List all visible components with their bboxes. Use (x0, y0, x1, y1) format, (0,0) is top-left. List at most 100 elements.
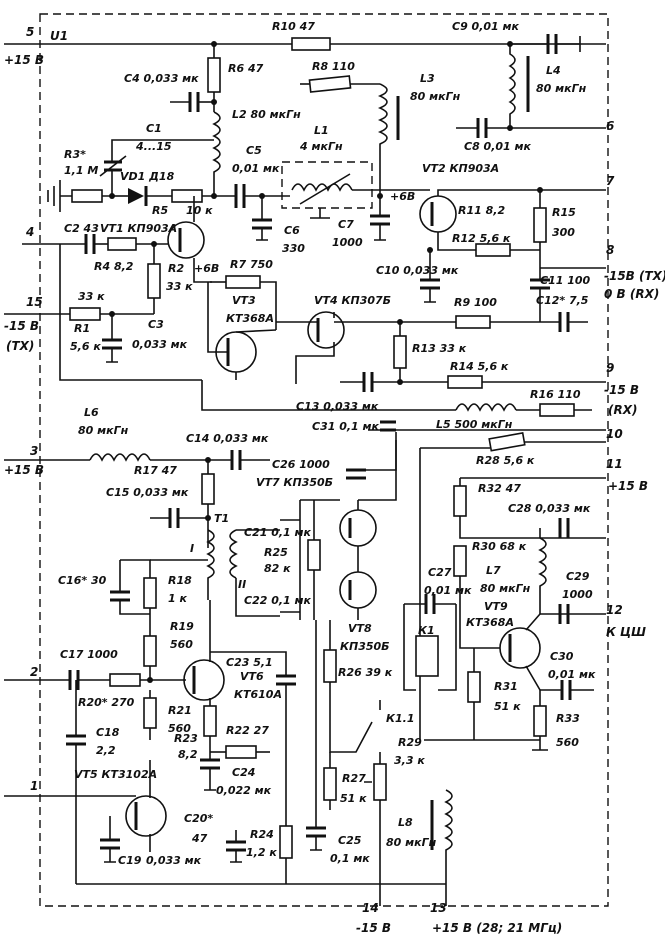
label-r7: R7 750 (230, 258, 273, 271)
label-c24: C24 (232, 766, 255, 779)
pin-15: 15 (26, 295, 43, 309)
label-r1: R1 (74, 322, 90, 335)
pin-1: 1 (30, 779, 38, 793)
label-r32: R32 47 (478, 482, 521, 495)
label-r29-value: 3,3 к (394, 754, 425, 767)
resistor-r28 (488, 432, 526, 452)
label-l5: L5 500 мкГн (436, 418, 513, 431)
label-t1: T1 (214, 512, 229, 525)
label-c14: C14 0,033 мк (186, 432, 269, 445)
label-vt2: VT2 КП903А (422, 162, 499, 175)
label-c18: C18 (96, 726, 120, 739)
pin-14-net: -15 В (356, 921, 391, 935)
label-vd1: VD1 Д18 (120, 170, 175, 183)
label-r21: R21 (168, 704, 192, 717)
label-c7: C7 (338, 218, 354, 231)
resistor-r24 (279, 825, 293, 859)
label-c3: C3 (148, 318, 164, 331)
label-r10: R10 47 (272, 20, 315, 33)
resistor-r19 (143, 635, 157, 667)
label-r23: R23 (174, 732, 198, 745)
label-r29: R29 (398, 736, 422, 749)
pin-3: 3 (30, 444, 38, 458)
label-r8: R8 110 (312, 60, 355, 73)
label-c17: C17 1000 (60, 648, 118, 661)
resistor-r16 (539, 403, 575, 417)
label-c5-value: 0,01 мк (232, 162, 280, 175)
resistor-r12 (475, 243, 511, 257)
pin-6: 6 (606, 119, 614, 133)
label-r2-value: 33 к (166, 280, 193, 293)
label-c1-value: 4...15 (135, 140, 172, 153)
label-c9: C9 0,01 мк (452, 20, 520, 33)
pin-12: 12 (606, 603, 623, 617)
label-winding-2: II (238, 578, 246, 591)
pin-labels: 5 +15 В 6 7 8 -15В (TX) 0 В (RX) 4 15 -1… (4, 25, 665, 935)
label-r15: R15 (552, 206, 576, 219)
label-vt6-value: КТ610А (234, 688, 282, 701)
label-r16: R16 110 (530, 388, 581, 401)
label-c31: C31 0,1 мк (312, 420, 380, 433)
label-k1: К1 (418, 624, 435, 637)
resistor-r25 (307, 539, 321, 571)
label-c29-value: 1000 (562, 588, 593, 601)
label-r26: R26 39 к (338, 666, 393, 679)
label-r20: R20* 270 (78, 696, 135, 709)
pin-8: 8 (606, 243, 614, 257)
label-vt3-value: КТ368А (226, 312, 274, 325)
label-c29: C29 (566, 570, 590, 583)
label-c28: C28 0,033 мк (508, 502, 591, 515)
label-c8: C8 0,01 мк (464, 140, 532, 153)
label-r1-value: 5,6 к (70, 340, 101, 353)
label-c26: C26 1000 (272, 458, 330, 471)
label-r13: R13 33 к (412, 342, 467, 355)
pin-9: 9 (606, 361, 614, 375)
label-vt8-value: КП350Б (340, 640, 390, 653)
transistor-vt8 (339, 571, 377, 609)
pin-15-net2: (TX) (6, 339, 34, 353)
resistor-r10 (291, 37, 331, 51)
resistor-r8 (308, 75, 352, 93)
resistor-r14 (447, 375, 483, 389)
label-c30: C30 (550, 650, 574, 663)
label-c6: C6 (284, 224, 300, 237)
label-c20-value: 47 (191, 832, 208, 845)
label-c13: C13 0,033 мк (296, 400, 379, 413)
label-c27: C27 (428, 566, 452, 579)
pin-10: 10 (606, 427, 623, 441)
label-c2: C2 43 (64, 222, 99, 235)
label-c5: C5 (246, 144, 262, 157)
label-vt3: VT3 (232, 294, 256, 307)
label-r3: R3* (64, 148, 86, 161)
resistor-r23 (203, 705, 217, 737)
pin-13: 13 (430, 901, 447, 915)
pin-8-net: -15В (TX) (604, 269, 665, 283)
resistor-r30 (453, 545, 467, 577)
resistor-r26 (323, 649, 337, 683)
label-winding-1: I (190, 542, 194, 555)
pin-7: 7 (606, 174, 615, 188)
label-c3-value: 0,033 мк (132, 338, 188, 351)
label-c15: C15 0,033 мк (106, 486, 189, 499)
label-r25: R25 (264, 546, 288, 559)
relay-k1 (415, 635, 439, 677)
pin-11-net: +15 В (608, 479, 648, 493)
pin-9-net2: (RX) (608, 403, 637, 417)
transistor-vt7 (339, 509, 377, 547)
label-r27: R27 (342, 772, 366, 785)
resistor-r9 (455, 315, 491, 329)
label-r12: R12 5,6 к (452, 232, 511, 245)
pin-14: 14 (362, 901, 379, 915)
label-r30: R30 68 к (472, 540, 527, 553)
resistor-r1 (69, 307, 101, 321)
resistor-r31 (467, 671, 481, 703)
label-c19: C19 (118, 854, 142, 867)
label-vt8: VT8 (348, 622, 372, 635)
resistor-r21 (143, 697, 157, 729)
label-c18-value: 2,2 (96, 744, 116, 757)
pin-2: 2 (30, 665, 38, 679)
label-l8: L8 (398, 816, 413, 829)
label-vt4: VT4 КП307Б (314, 294, 391, 307)
label-r23-value: 8,2 (178, 748, 198, 761)
